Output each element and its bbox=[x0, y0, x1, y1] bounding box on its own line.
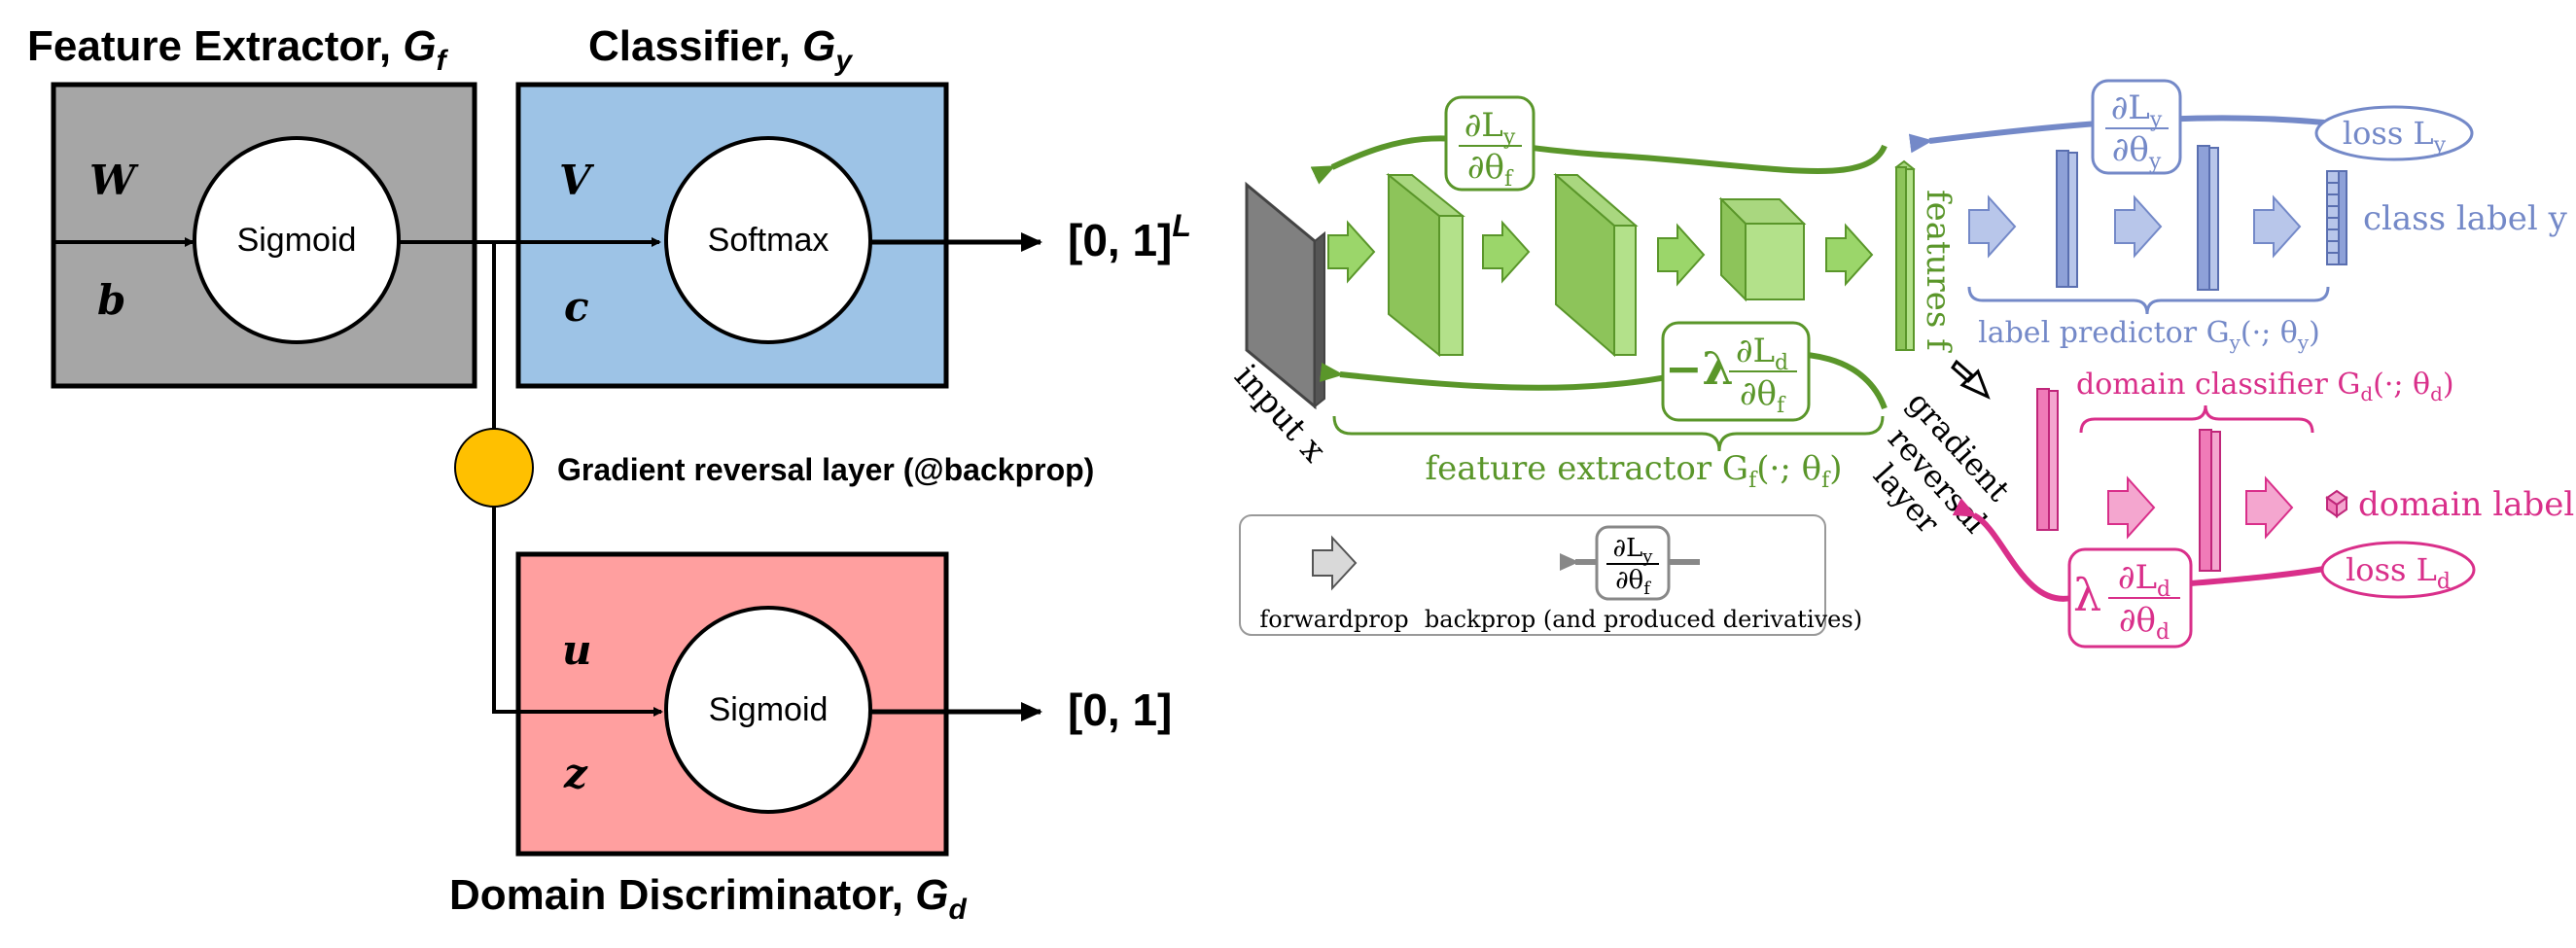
legend-deriv-denominator: ∂θf bbox=[1615, 566, 1651, 599]
forward-arrow bbox=[1657, 223, 1706, 287]
forward-arrow bbox=[2107, 475, 2156, 540]
forward-arrow bbox=[2114, 194, 2163, 259]
domain-classifier-brace bbox=[2079, 404, 2314, 434]
forward-arrow bbox=[1482, 220, 1531, 284]
domain-label-d: domain label d bbox=[2358, 485, 2576, 524]
label-predictor-brace bbox=[1967, 286, 2330, 315]
label-predictor-label: label predictor Gy(·; θy) bbox=[1978, 316, 2320, 354]
bias-c: c bbox=[564, 283, 589, 331]
weight-W: W bbox=[89, 157, 139, 204]
deriv-label-denominator: ∂θy bbox=[2112, 130, 2162, 174]
features-f-bar bbox=[1894, 159, 1916, 351]
domain-classifier-layer-2 bbox=[2199, 429, 2221, 572]
forward-arrow bbox=[1825, 223, 1874, 287]
domain-classifier-label: domain classifier Gd(·; θd) bbox=[2076, 368, 2454, 405]
loss-Ld-label: loss Ld bbox=[2346, 551, 2451, 594]
domain-label-output bbox=[2325, 489, 2348, 518]
forward-arrow bbox=[1327, 220, 1376, 284]
deriv-top-box bbox=[1444, 95, 1535, 192]
discriminator-output-label: [0, 1] bbox=[1068, 685, 1172, 735]
input-x-plate-side bbox=[1314, 230, 1325, 409]
legend-backward-label: backprop (and produced derivatives) bbox=[1425, 606, 1862, 633]
left-diagram: Feature Extractor, Gf Classifier, Gy Sig… bbox=[27, 22, 1191, 926]
legend-forward-label: forwardprop bbox=[1259, 606, 1408, 633]
deriv-label-numerator: ∂Ly bbox=[2111, 88, 2163, 132]
deriv-dom-denominator: ∂θd bbox=[2119, 601, 2170, 645]
bias-z: z bbox=[563, 750, 588, 797]
class-label-y: class label y bbox=[2363, 199, 2568, 238]
deriv-top-denominator: ∂θf bbox=[1467, 148, 1514, 192]
forward-arrows-green bbox=[1327, 220, 1874, 287]
features-f-label: features f bbox=[1919, 190, 1958, 353]
legend-deriv-numerator: ∂Ly bbox=[1613, 534, 1654, 567]
forward-arrows-pink bbox=[2107, 475, 2294, 540]
domain-discriminator-title: Domain Discriminator, Gd bbox=[449, 871, 967, 926]
forward-arrow bbox=[1968, 194, 2017, 259]
domain-classifier-layer-1 bbox=[2036, 388, 2059, 531]
sigmoid-bottom-label: Sigmoid bbox=[709, 691, 829, 728]
deriv-dom-prefix: λ bbox=[2073, 569, 2101, 621]
top-backprop-arrow-green bbox=[1310, 135, 1888, 185]
deriv-rev-prefix: −λ bbox=[1665, 342, 1734, 395]
conv-block-3 bbox=[1718, 196, 1807, 302]
grl-label: Gradient reversal layer (@backprop) bbox=[557, 452, 1094, 487]
loss-Ly-ellipse bbox=[2314, 105, 2474, 161]
gradient-reversal-arrow bbox=[1951, 359, 1991, 400]
deriv-dom-numerator: ∂Ld bbox=[2118, 558, 2170, 602]
conv-block-2 bbox=[1553, 172, 1639, 358]
legend-box bbox=[1239, 514, 1826, 636]
feature-extractor-title: Feature Extractor, Gf bbox=[27, 22, 449, 77]
conv-block-1 bbox=[1386, 172, 1465, 358]
weight-u: u bbox=[562, 626, 592, 674]
weight-V: V bbox=[559, 157, 595, 204]
grl-node bbox=[454, 428, 534, 508]
legend-forward-arrow bbox=[1312, 535, 1358, 591]
feature-extractor-brace bbox=[1332, 415, 1885, 452]
forward-arrows-blue bbox=[1968, 194, 2302, 259]
bias-b: b bbox=[97, 276, 125, 324]
classifier-title: Classifier, Gy bbox=[588, 22, 853, 77]
loss-Ld-ellipse bbox=[2320, 541, 2476, 599]
sigmoid-top-label: Sigmoid bbox=[237, 222, 357, 259]
deriv-label-box bbox=[2091, 79, 2182, 175]
forward-arrow bbox=[2245, 475, 2294, 540]
loss-Ly-label: loss Ly bbox=[2343, 115, 2447, 158]
deriv-rev-denominator: ∂θf bbox=[1740, 374, 1786, 418]
right-diagram: input x features f bbox=[1226, 79, 2576, 649]
forward-arrow bbox=[2253, 194, 2302, 259]
softmax-label: Softmax bbox=[708, 222, 829, 259]
feature-extractor-label: feature extractor Gf(·; θf) bbox=[1426, 449, 1843, 493]
label-predictor-layer-2 bbox=[2197, 145, 2219, 291]
class-label-output bbox=[2326, 170, 2347, 265]
classifier-output-label: [0, 1]L bbox=[1068, 208, 1191, 265]
label-predictor-layer-1 bbox=[2056, 150, 2078, 288]
deriv-rev-numerator: ∂Ld bbox=[1736, 332, 1788, 375]
deriv-top-numerator: ∂Ly bbox=[1464, 106, 1516, 150]
